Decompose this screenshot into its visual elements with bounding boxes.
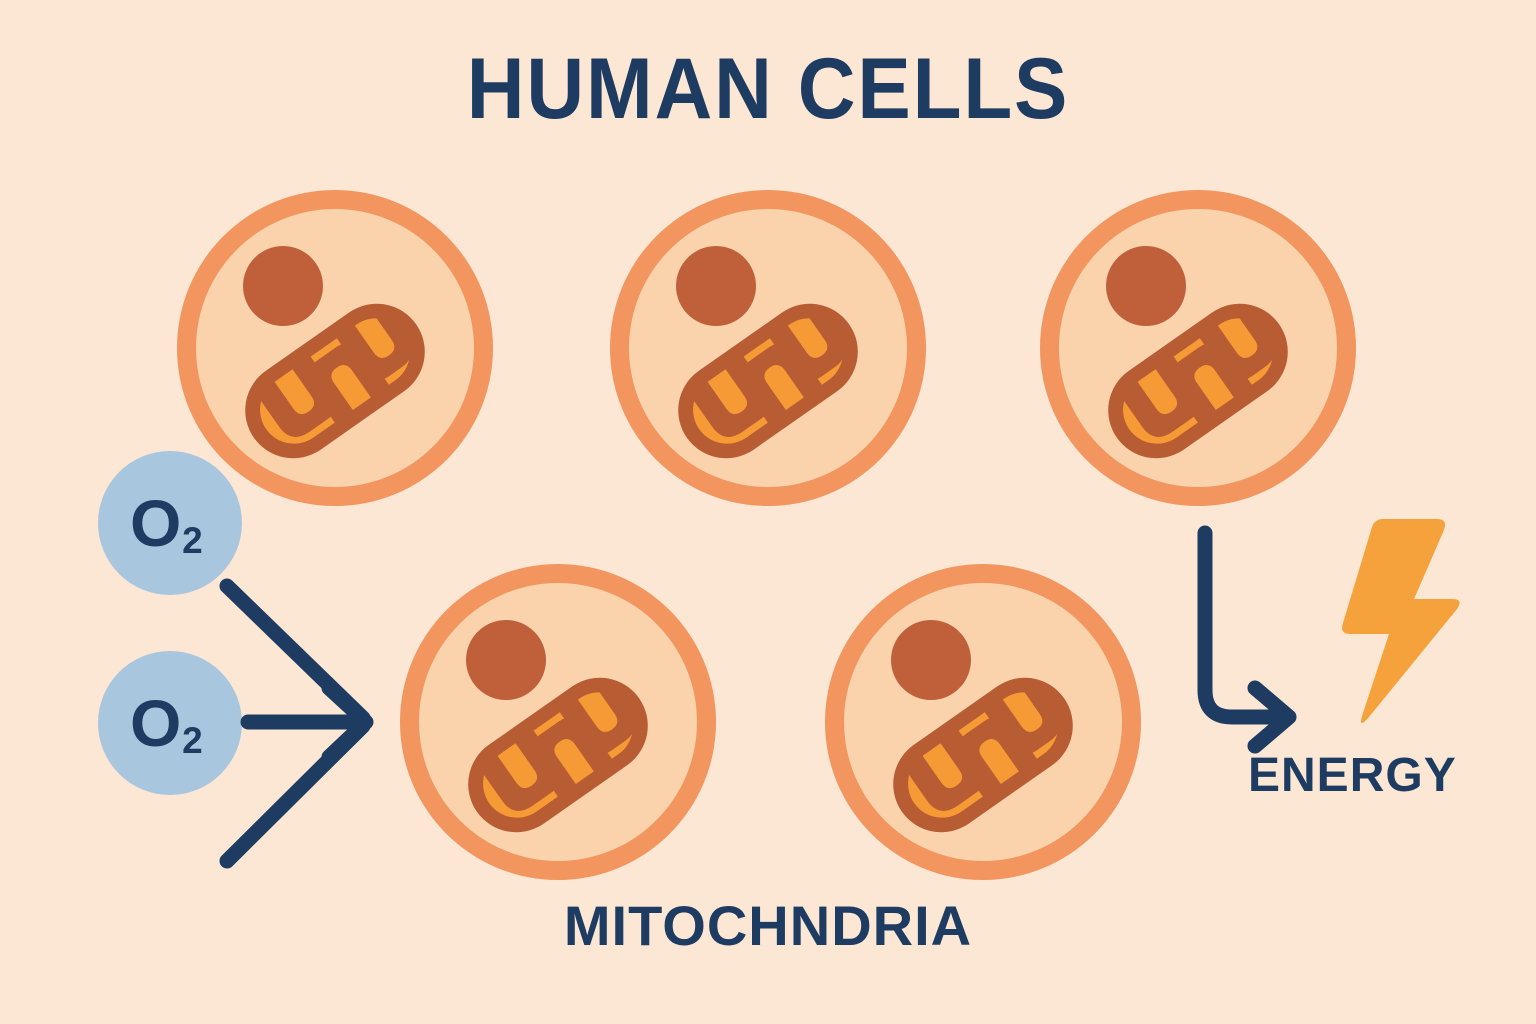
cristae — [1118, 304, 1275, 437]
cristae — [255, 304, 412, 437]
nucleus-icon — [466, 620, 546, 700]
page-title: HUMAN CELLS — [466, 41, 1070, 137]
cell-illustration — [610, 190, 926, 506]
cell-to-energy-arrow — [1197, 525, 1297, 754]
oxygen-formula: O2 — [130, 486, 203, 561]
oxygen-molecule: O2 — [98, 451, 242, 595]
mitochondrion-icon — [245, 303, 425, 459]
mitochondrion-icon — [893, 677, 1073, 833]
cell-illustration — [1040, 190, 1356, 506]
oxygen-formula: O2 — [130, 686, 203, 761]
mitochondrion-icon — [678, 303, 858, 459]
oxygen-to-cell-arrow — [219, 578, 374, 869]
human-cell — [1038, 188, 1358, 508]
human-cell — [823, 562, 1143, 882]
nucleus-icon — [1106, 246, 1186, 326]
human-cell — [175, 188, 495, 508]
cristae — [903, 678, 1060, 811]
cristae — [478, 678, 635, 811]
cristae — [688, 304, 845, 437]
human-cell — [398, 562, 718, 882]
nucleus-icon — [676, 246, 756, 326]
energy-label: ENERGY — [1248, 749, 1457, 802]
nucleus-icon — [891, 620, 971, 700]
cell-illustration — [177, 190, 493, 506]
mitochondria-caption: MITOCHNDRIA — [563, 894, 973, 957]
human-cell — [608, 188, 928, 508]
cell-illustration — [825, 564, 1141, 880]
nucleus-icon — [243, 246, 323, 326]
mitochondrion-icon — [1108, 303, 1288, 459]
cell-illustration — [400, 564, 716, 880]
oxygen-molecule: O2 — [98, 651, 242, 795]
lightning-bolt-icon — [1342, 519, 1460, 724]
mitochondrion-icon — [468, 677, 648, 833]
